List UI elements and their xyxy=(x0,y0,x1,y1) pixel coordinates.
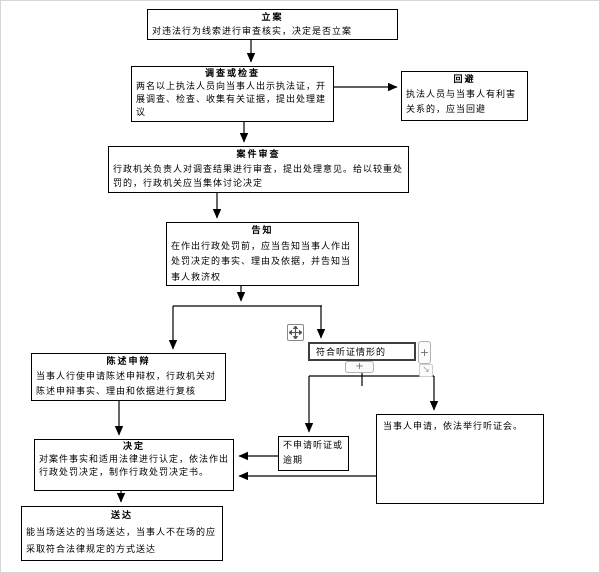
node-recusal-body: 执法人员与当事人有利害关系的，应当回避 xyxy=(406,90,517,115)
node-decision-title: 决定 xyxy=(122,442,145,452)
node-hearing-held[interactable]: 当事人申请，依法举行听证会。 xyxy=(376,414,544,504)
node-recusal[interactable]: 回避 执法人员与当事人有利害关系的，应当回避 xyxy=(401,71,528,121)
add-shape-bottom-button[interactable]: + xyxy=(345,361,374,373)
node-notification-body: 在作出行政处罚前，应当告知当事人作出处罚决定的事实、理由及依据，并告知当事人救济… xyxy=(171,241,352,283)
node-no-hearing[interactable]: 不申请听证或逾期 xyxy=(278,436,349,471)
node-service-body: 能当场送达的当场送达，当事人不在场的应采取符合法律规定的方式送达 xyxy=(26,528,217,555)
node-statement-defense-body: 当事人行使申请陈述申辩权，行政机关对陈述申辩事实、理由和依据进行复核 xyxy=(36,372,217,397)
node-decision[interactable]: 决定 对案件事实和适用法律进行认定，依法作出行政处罚决定，制作行政处罚决定书。 xyxy=(34,439,234,491)
node-no-hearing-label: 不申请听证或逾期 xyxy=(283,441,344,466)
node-filing[interactable]: 立案 对违法行为线索进行审查核实，决定是否立案 xyxy=(147,9,398,40)
node-statement-defense-title: 陈述申辩 xyxy=(106,357,151,367)
add-shape-right-button[interactable]: + xyxy=(418,341,431,364)
node-recusal-title: 回避 xyxy=(453,75,476,85)
node-filing-title: 立案 xyxy=(261,13,284,23)
node-service[interactable]: 送达 能当场送达的当场送达，当事人不在场的应采取符合法律规定的方式送达 xyxy=(21,506,223,561)
plus-icon: + xyxy=(355,361,364,372)
node-service-title: 送达 xyxy=(110,511,133,521)
node-hearing-condition-label: 符合听证情形的 xyxy=(316,348,387,358)
node-case-review-title: 案件审查 xyxy=(236,150,281,160)
node-investigation-body: 两名以上执法人员向当事人出示执法证，开展调查、检查、收集有关证据，提出处理建议 xyxy=(136,82,327,118)
node-decision-body: 对案件事实和适用法律进行认定，依法作出行政处罚决定，制作行政处罚决定书。 xyxy=(39,455,230,478)
node-notification[interactable]: 告知 在作出行政处罚前，应当告知当事人作出处罚决定的事实、理由及依据，并告知当事… xyxy=(166,222,359,286)
node-filing-body: 对违法行为线索进行审查核实，决定是否立案 xyxy=(152,27,353,37)
node-case-review-body: 行政机关负责人对调查结果进行审查，提出处理意见。给以较重处罚的，行政机关应当集体… xyxy=(113,164,404,190)
resize-corner-handle[interactable]: ↘ xyxy=(419,364,433,377)
node-statement-defense[interactable]: 陈述申辩 当事人行使申请陈述申辩权，行政机关对陈述申辩事实、理由和依据进行复核 xyxy=(31,353,226,401)
node-notification-title: 告知 xyxy=(251,226,274,236)
node-hearing-held-label: 当事人申请，依法举行听证会。 xyxy=(383,422,524,432)
resize-arrow-icon: ↘ xyxy=(422,365,430,375)
move-icon xyxy=(289,326,302,339)
plus-icon: + xyxy=(419,346,430,359)
node-investigation-title: 调查或检查 xyxy=(204,69,260,79)
move-handle[interactable] xyxy=(287,324,304,341)
node-investigation[interactable]: 调查或检查 两名以上执法人员向当事人出示执法证，开展调查、检查、收集有关证据，提… xyxy=(131,66,334,122)
node-case-review[interactable]: 案件审查 行政机关负责人对调查结果进行审查，提出处理意见。给以较重处罚的，行政机… xyxy=(108,146,409,193)
node-hearing-condition[interactable]: 符合听证情形的 xyxy=(308,342,416,361)
